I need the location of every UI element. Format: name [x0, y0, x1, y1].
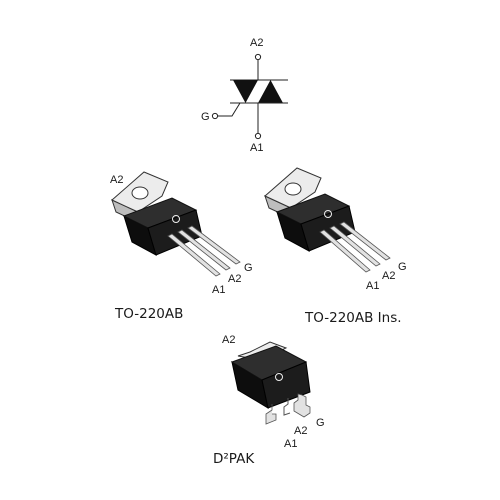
pkg1-label-a2: A2 — [228, 273, 241, 285]
pkg3-label-a2-tab: A2 — [222, 334, 235, 346]
pin1-marker — [324, 210, 332, 218]
pkg3-label-g: G — [316, 417, 325, 429]
mounting-hole — [131, 186, 149, 200]
terminal-gate — [211, 112, 219, 120]
pkg1-label-a1: A1 — [212, 284, 225, 296]
pkg1-caption: TO-220AB — [114, 306, 183, 322]
pkg2-caption: TO-220AB Ins. — [304, 310, 402, 326]
mounting-hole — [284, 182, 302, 196]
pkg2-label-a1: A1 — [366, 280, 379, 292]
pkg3-label-a1: A1 — [284, 438, 297, 450]
symbol-label-a1: A1 — [250, 142, 263, 154]
lead-a1 — [319, 229, 371, 273]
symbol-label-g: G — [201, 111, 210, 123]
pin1-marker — [275, 373, 283, 381]
pkg2-label-a2: A2 — [382, 270, 395, 282]
lead-a2 — [283, 398, 291, 416]
pkg2-label-g: G — [398, 261, 407, 273]
pin1-marker — [172, 215, 180, 223]
pkg1-label-g: G — [244, 262, 253, 274]
terminal-a1 — [254, 132, 262, 140]
pkg3-label-a2: A2 — [294, 425, 307, 437]
lead-g — [339, 221, 391, 261]
triac-triangle-up — [258, 80, 283, 103]
terminal-a2 — [254, 53, 262, 61]
lead-a1 — [265, 404, 277, 425]
package-to220ab: A2 A1 A2 G TO-220AB — [110, 171, 253, 322]
pkg1-label-a2-tab: A2 — [110, 174, 123, 186]
triac-triangle-down — [233, 80, 258, 103]
lead-g — [293, 393, 311, 418]
wire-gate — [218, 102, 241, 117]
lead-a2 — [177, 229, 231, 271]
lead-a1 — [167, 233, 221, 277]
pkg3-caption: D²PAK — [213, 451, 255, 467]
triac-symbol: A2 A1 G — [201, 37, 288, 154]
package-d2pak: A2 A1 A2 G D²PAK — [213, 334, 325, 467]
symbol-label-a2: A2 — [250, 37, 263, 49]
package-to220ab-ins: A1 A2 G TO-220AB Ins. — [264, 167, 407, 326]
lead-a2 — [329, 225, 381, 267]
lead-g — [187, 225, 241, 265]
